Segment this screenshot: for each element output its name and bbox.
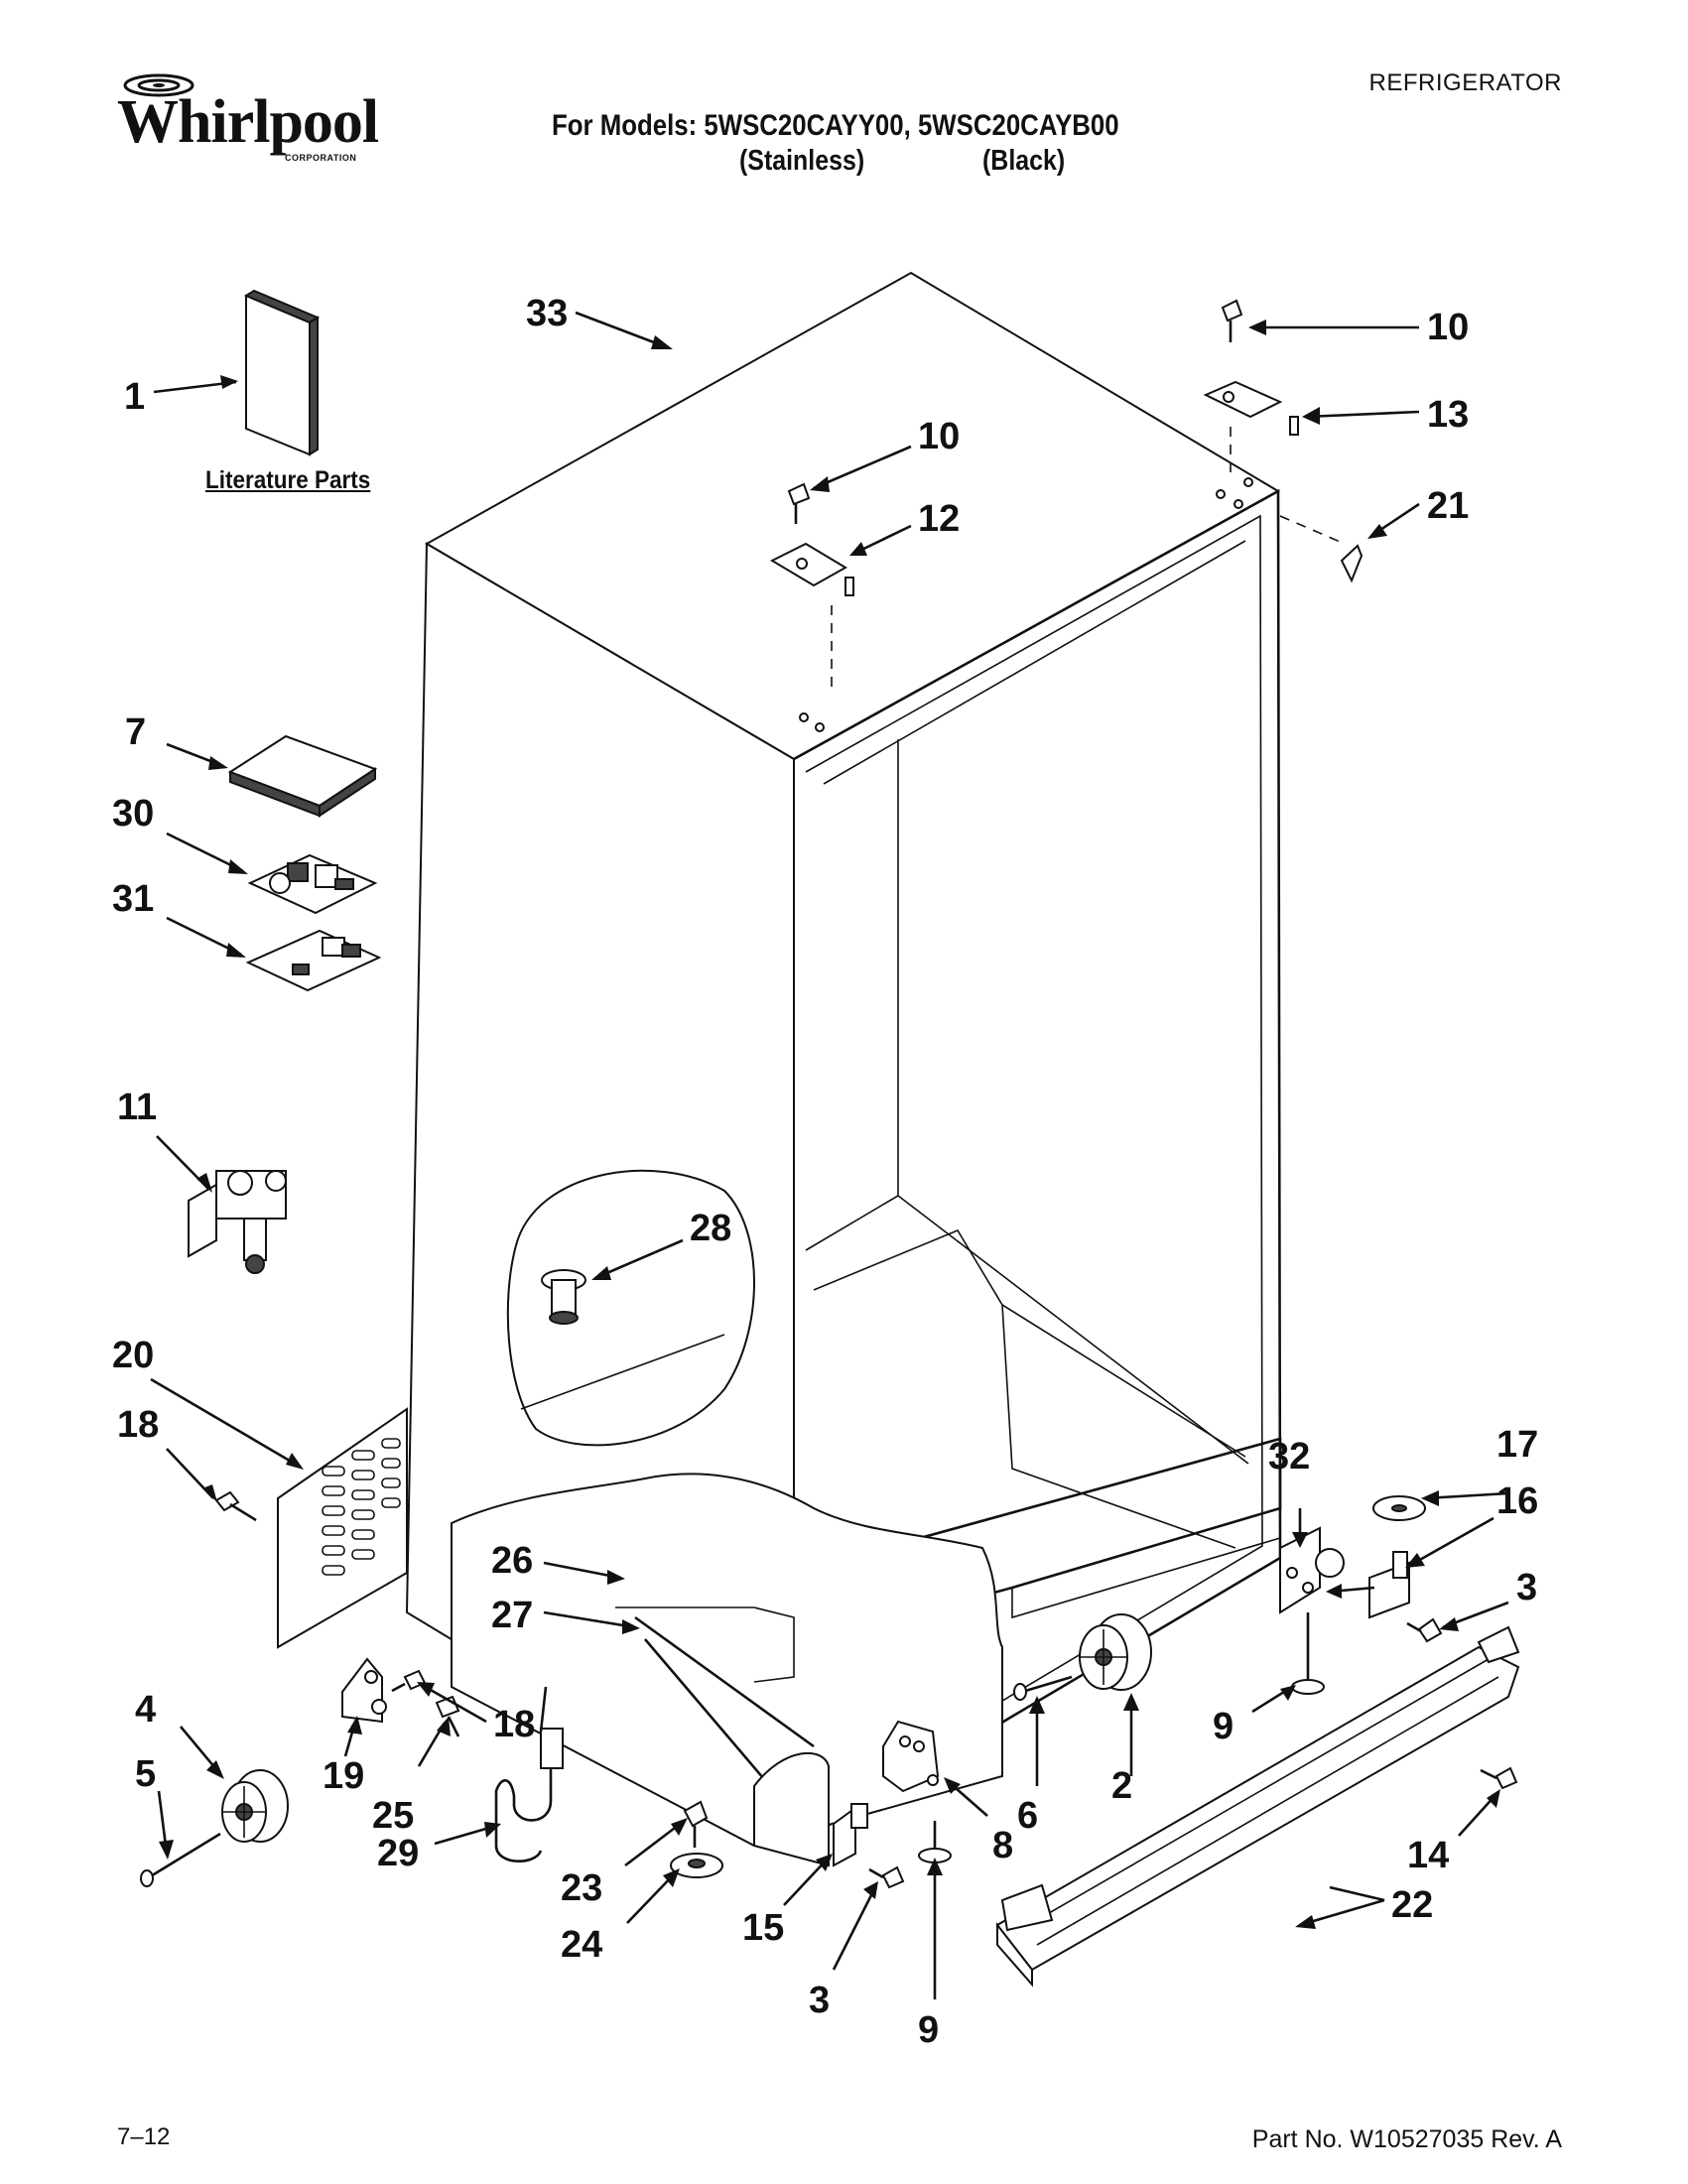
callout-4: 4 [135,1689,156,1731]
callout-25: 25 [372,1795,414,1837]
control-cover-part [227,734,378,818]
variant-stainless: (Stainless) [739,145,865,177]
callout-28: 28 [690,1208,731,1249]
bracket-19-part [341,1657,387,1724]
hinge-pin-16-part [1368,1551,1410,1619]
literature-parts-booklet [243,289,321,456]
drain-grommet-part [541,1269,586,1325]
bracket-8-part [882,1720,940,1793]
product-category: REFRIGERATOR [1368,69,1562,96]
callout-11: 11 [117,1087,157,1128]
brand-corporation: CORPORATION [285,153,357,163]
screw-10-center-part [787,482,811,524]
callout-17: 17 [1496,1424,1538,1466]
callout-14: 14 [1407,1835,1449,1876]
callout-13: 13 [1427,394,1469,436]
callout-19: 19 [323,1755,364,1797]
callout-2: 2 [1111,1765,1132,1807]
revision-date: 7–12 [117,2123,171,2150]
callout-32: 32 [1268,1436,1310,1477]
leader-arrowheads [159,320,1500,1929]
hinge-32-part [1279,1526,1345,1614]
screw-3-right-part [1406,1617,1443,1643]
screw-18-right-part [391,1669,427,1693]
callout-3-right: 3 [1516,1567,1537,1608]
control-board-31-part [245,929,382,992]
callout-7: 7 [125,711,146,753]
callout-5: 5 [135,1753,156,1795]
water-valve-part [188,1170,287,1274]
rear-grille-part [277,1407,408,1649]
washer-17-part [1372,1495,1426,1521]
screw-3-left-part [868,1865,905,1889]
callout-33: 33 [526,293,568,334]
callout-10-center: 10 [918,416,960,457]
callout-9-bottom: 9 [918,2009,939,2051]
brand-wordmark: Whirlpool [117,88,379,156]
callout-21: 21 [1427,485,1469,527]
bracket-15-part [833,1803,868,1867]
callout-6: 6 [1017,1795,1038,1837]
callout-24: 24 [561,1924,602,1966]
leveler-9-right-part [1291,1612,1325,1695]
roller-4-part [221,1769,289,1843]
screw-14-part [1480,1766,1518,1790]
hinge-bracket-12-part [769,542,854,596]
leveler-9-bottom-part [918,1821,952,1863]
cutaway-bubble-28 [506,1169,755,1447]
callout-18-left: 18 [117,1404,159,1446]
models-line: For Models: 5WSC20CAYY00, 5WSC20CAYB00 [552,109,1119,142]
hinge-bracket-13-part [1203,380,1299,436]
callout-labels: 1 2 3 3 4 5 6 7 8 9 9 10 10 11 12 13 14 … [112,293,1538,2051]
control-board-30-part [247,853,378,915]
callout-1: 1 [124,376,145,418]
base-grille-22-part [995,1625,1520,1988]
screw-10-right-part [1221,299,1243,342]
variant-black: (Black) [982,145,1066,177]
callout-8: 8 [992,1825,1013,1866]
callout-9-right: 9 [1213,1706,1234,1747]
callout-15: 15 [742,1907,784,1949]
axle-6-part [1013,1675,1073,1701]
literature-parts-label: Literature Parts [205,466,371,494]
callout-16: 16 [1496,1480,1538,1522]
callout-26: 26 [491,1540,533,1582]
callout-20: 20 [112,1335,154,1376]
callout-27: 27 [491,1595,533,1636]
callout-23: 23 [561,1867,602,1909]
roller-2-part [1079,1613,1152,1691]
callout-31: 31 [112,878,154,920]
callout-22: 22 [1391,1884,1433,1926]
whirlpool-logo: Whirlpool CORPORATION [111,67,379,177]
callout-30: 30 [112,793,154,835]
part-number: Part No. W10527035 Rev. A [1251,2125,1562,2153]
callout-10-right: 10 [1427,307,1469,348]
screw-23-part [683,1800,709,1848]
callout-12: 12 [918,498,960,540]
callout-29: 29 [377,1833,419,1874]
callout-3-left: 3 [809,1980,830,2021]
screw-18-left-part [214,1490,257,1522]
hinge-pin-21-part [1340,544,1363,583]
drain-tube-29-part [494,1686,564,1863]
dash-line-21 [1279,515,1346,545]
washer-24-part [670,1853,723,1878]
swirl-logo-icon [123,73,195,97]
cutaway-base-area [451,1473,1003,1848]
axle-5-part [148,1832,221,1879]
tube-26-part [634,1615,815,1748]
callout-18-right: 18 [493,1704,535,1745]
